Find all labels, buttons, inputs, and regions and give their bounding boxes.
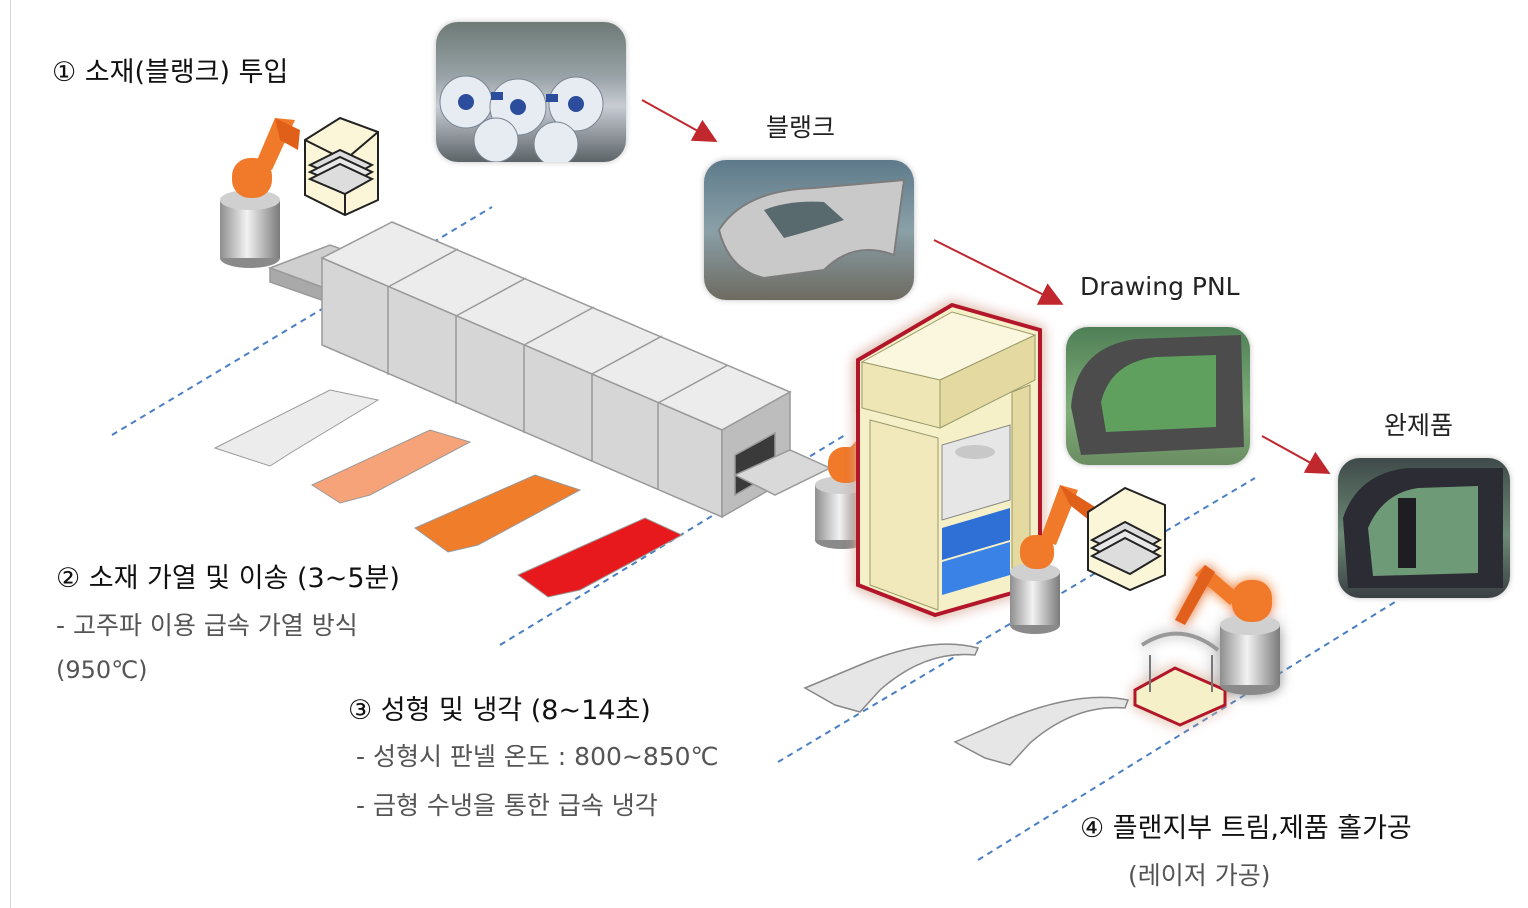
robot-loader [220, 118, 300, 268]
step-3-detail-2: - 금형 수냉을 통한 급속 냉각 [356, 786, 658, 822]
finished-product-photo [1338, 458, 1510, 598]
step-1-title: ① 소재(블랭크) 투입 [52, 50, 288, 89]
arrow-to-finished [1262, 436, 1327, 472]
caption-drawing-pnl: Drawing PNL [1080, 272, 1240, 301]
blank-red-hot [518, 518, 682, 597]
laser-trim-cell [1135, 565, 1280, 725]
step-2-title: ② 소재 가열 및 이송 (3~5분) [56, 556, 400, 595]
drawing-panel-photo [1066, 327, 1250, 465]
formed-panels [805, 644, 1128, 765]
step-3-title: ③ 성형 및 냉각 (8~14초) [348, 688, 651, 727]
formed-panel-2 [955, 697, 1128, 765]
step-2-detail: - 고주파 이용 급속 가열 방식 [56, 606, 358, 642]
step-3-detail-1: - 성형시 판넬 온도 : 800~850℃ [356, 737, 719, 773]
arrow-to-blank [642, 100, 714, 140]
step-4-detail: (레이저 가공) [1128, 856, 1270, 892]
step-4-title: ④ 플랜지부 트림,제품 홀가공 [1080, 806, 1412, 845]
step-2-temperature: (950℃) [56, 656, 148, 684]
caption-finished-product: 완제품 [1384, 406, 1453, 442]
formed-panel-1 [805, 644, 978, 712]
blank-hot [415, 475, 580, 552]
caption-blank: 블랭크 [766, 108, 835, 144]
blank-rack-1 [305, 118, 378, 215]
coil-material-photo [436, 22, 626, 162]
blank-warm [312, 430, 470, 503]
guide-lines [112, 207, 1395, 860]
arrow-to-drawing [934, 240, 1060, 303]
blank-photo [704, 160, 914, 300]
blank-cold [215, 390, 378, 466]
blank-rack-2 [1088, 488, 1165, 590]
